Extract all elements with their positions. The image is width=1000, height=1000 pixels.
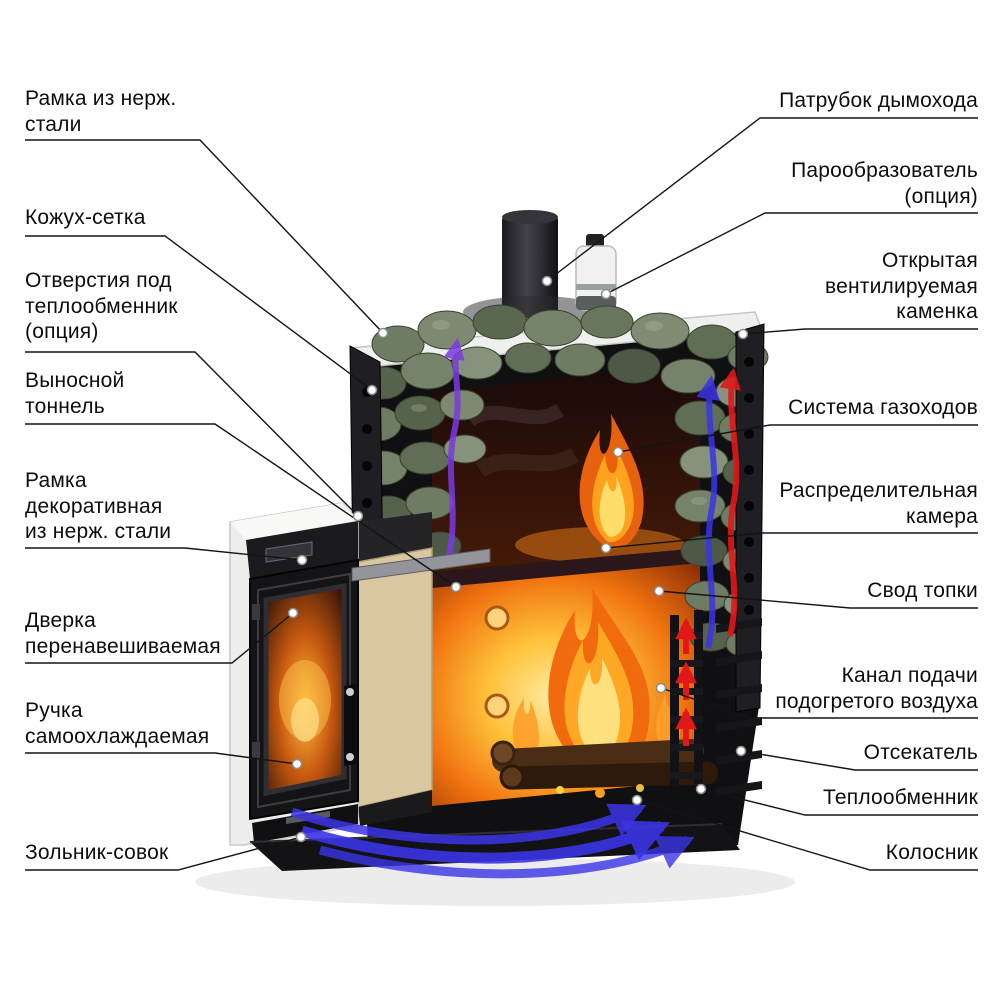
door-handle xyxy=(344,684,356,766)
leader-baffle xyxy=(740,750,978,771)
label-firebox-arch: Свод топки xyxy=(867,579,978,602)
leader-open-kamenka xyxy=(742,328,978,335)
cold-air-arrows xyxy=(290,803,695,879)
label-mesh-casing: Кожух-сетка xyxy=(25,206,146,229)
leader-decorative-frame xyxy=(25,547,303,561)
tunnel-panel xyxy=(357,547,433,808)
label-frame-stainless: Рамка из нерж. стали xyxy=(25,87,177,136)
label-ash-pan: Зольник-совок xyxy=(25,841,169,864)
floor-shadow xyxy=(195,858,795,906)
label-grate: Колосник xyxy=(885,841,978,864)
label-open-kamenka: Открытая вентилируемая каменка xyxy=(824,249,978,324)
label-chimney-outlet: Патрубок дымохода xyxy=(779,89,978,112)
label-external-tunnel: Выносной тоннель xyxy=(25,369,125,418)
label-distribution-chamber: Распределительная камера xyxy=(779,479,978,528)
convection-flows xyxy=(443,337,741,649)
leader-frame-stainless xyxy=(25,139,384,334)
steam-generator-part xyxy=(575,234,617,311)
door-hinge xyxy=(252,742,260,758)
label-door: Дверка перенавешиваемая xyxy=(25,609,221,658)
upper-flame xyxy=(579,414,644,549)
leader-heat-exchanger-holes xyxy=(25,351,359,517)
label-baffle: Отсекатель xyxy=(863,741,978,764)
leader-heat-exchanger xyxy=(700,788,978,816)
label-flue-system: Система газоходов xyxy=(788,396,978,419)
front-section xyxy=(229,502,491,846)
firebox-arch-shelf xyxy=(432,548,700,588)
label-heat-exchanger-holes: Отверстия под теплообменник (опция) xyxy=(25,269,178,344)
tunnel-dark-top xyxy=(358,512,432,562)
leader-handle xyxy=(25,752,298,765)
leader-external-tunnel xyxy=(25,423,457,588)
leader-ash-pan xyxy=(25,836,302,871)
decorative-frame-top xyxy=(230,503,358,540)
leader-chimney-outlet xyxy=(546,117,978,282)
door-hinge xyxy=(252,604,260,620)
leader-endpoints xyxy=(287,275,749,843)
air-vent xyxy=(484,605,510,631)
leader-firebox-arch xyxy=(658,590,978,609)
leader-steam-generator xyxy=(605,212,978,295)
label-warm-air-channel: Канал подачи подогретого воздуха xyxy=(775,664,978,713)
leader-door xyxy=(25,612,294,664)
tunnel-shelf xyxy=(351,548,491,582)
label-heat-exchanger: Теплообменник xyxy=(823,786,978,809)
leader-warm-air-channel xyxy=(660,687,978,719)
leader-lines xyxy=(25,117,978,871)
label-steam-generator: Парообразователь (опция) xyxy=(791,159,978,208)
ash-drawer xyxy=(252,804,358,843)
leader-grate xyxy=(636,799,978,871)
logs-on-grate xyxy=(490,739,718,798)
side-fins xyxy=(716,618,762,796)
leader-distribution-chamber xyxy=(605,532,978,549)
air-vent xyxy=(484,693,510,719)
tunnel-bottom xyxy=(358,790,432,826)
label-decorative-frame: Рамка декоративная из нерж. стали xyxy=(25,469,172,544)
leader-mesh-casing xyxy=(25,235,373,391)
leader-flue-system xyxy=(617,424,978,453)
label-handle: Ручка самоохлаждаемая xyxy=(25,699,210,748)
firebox-interior xyxy=(432,362,718,806)
